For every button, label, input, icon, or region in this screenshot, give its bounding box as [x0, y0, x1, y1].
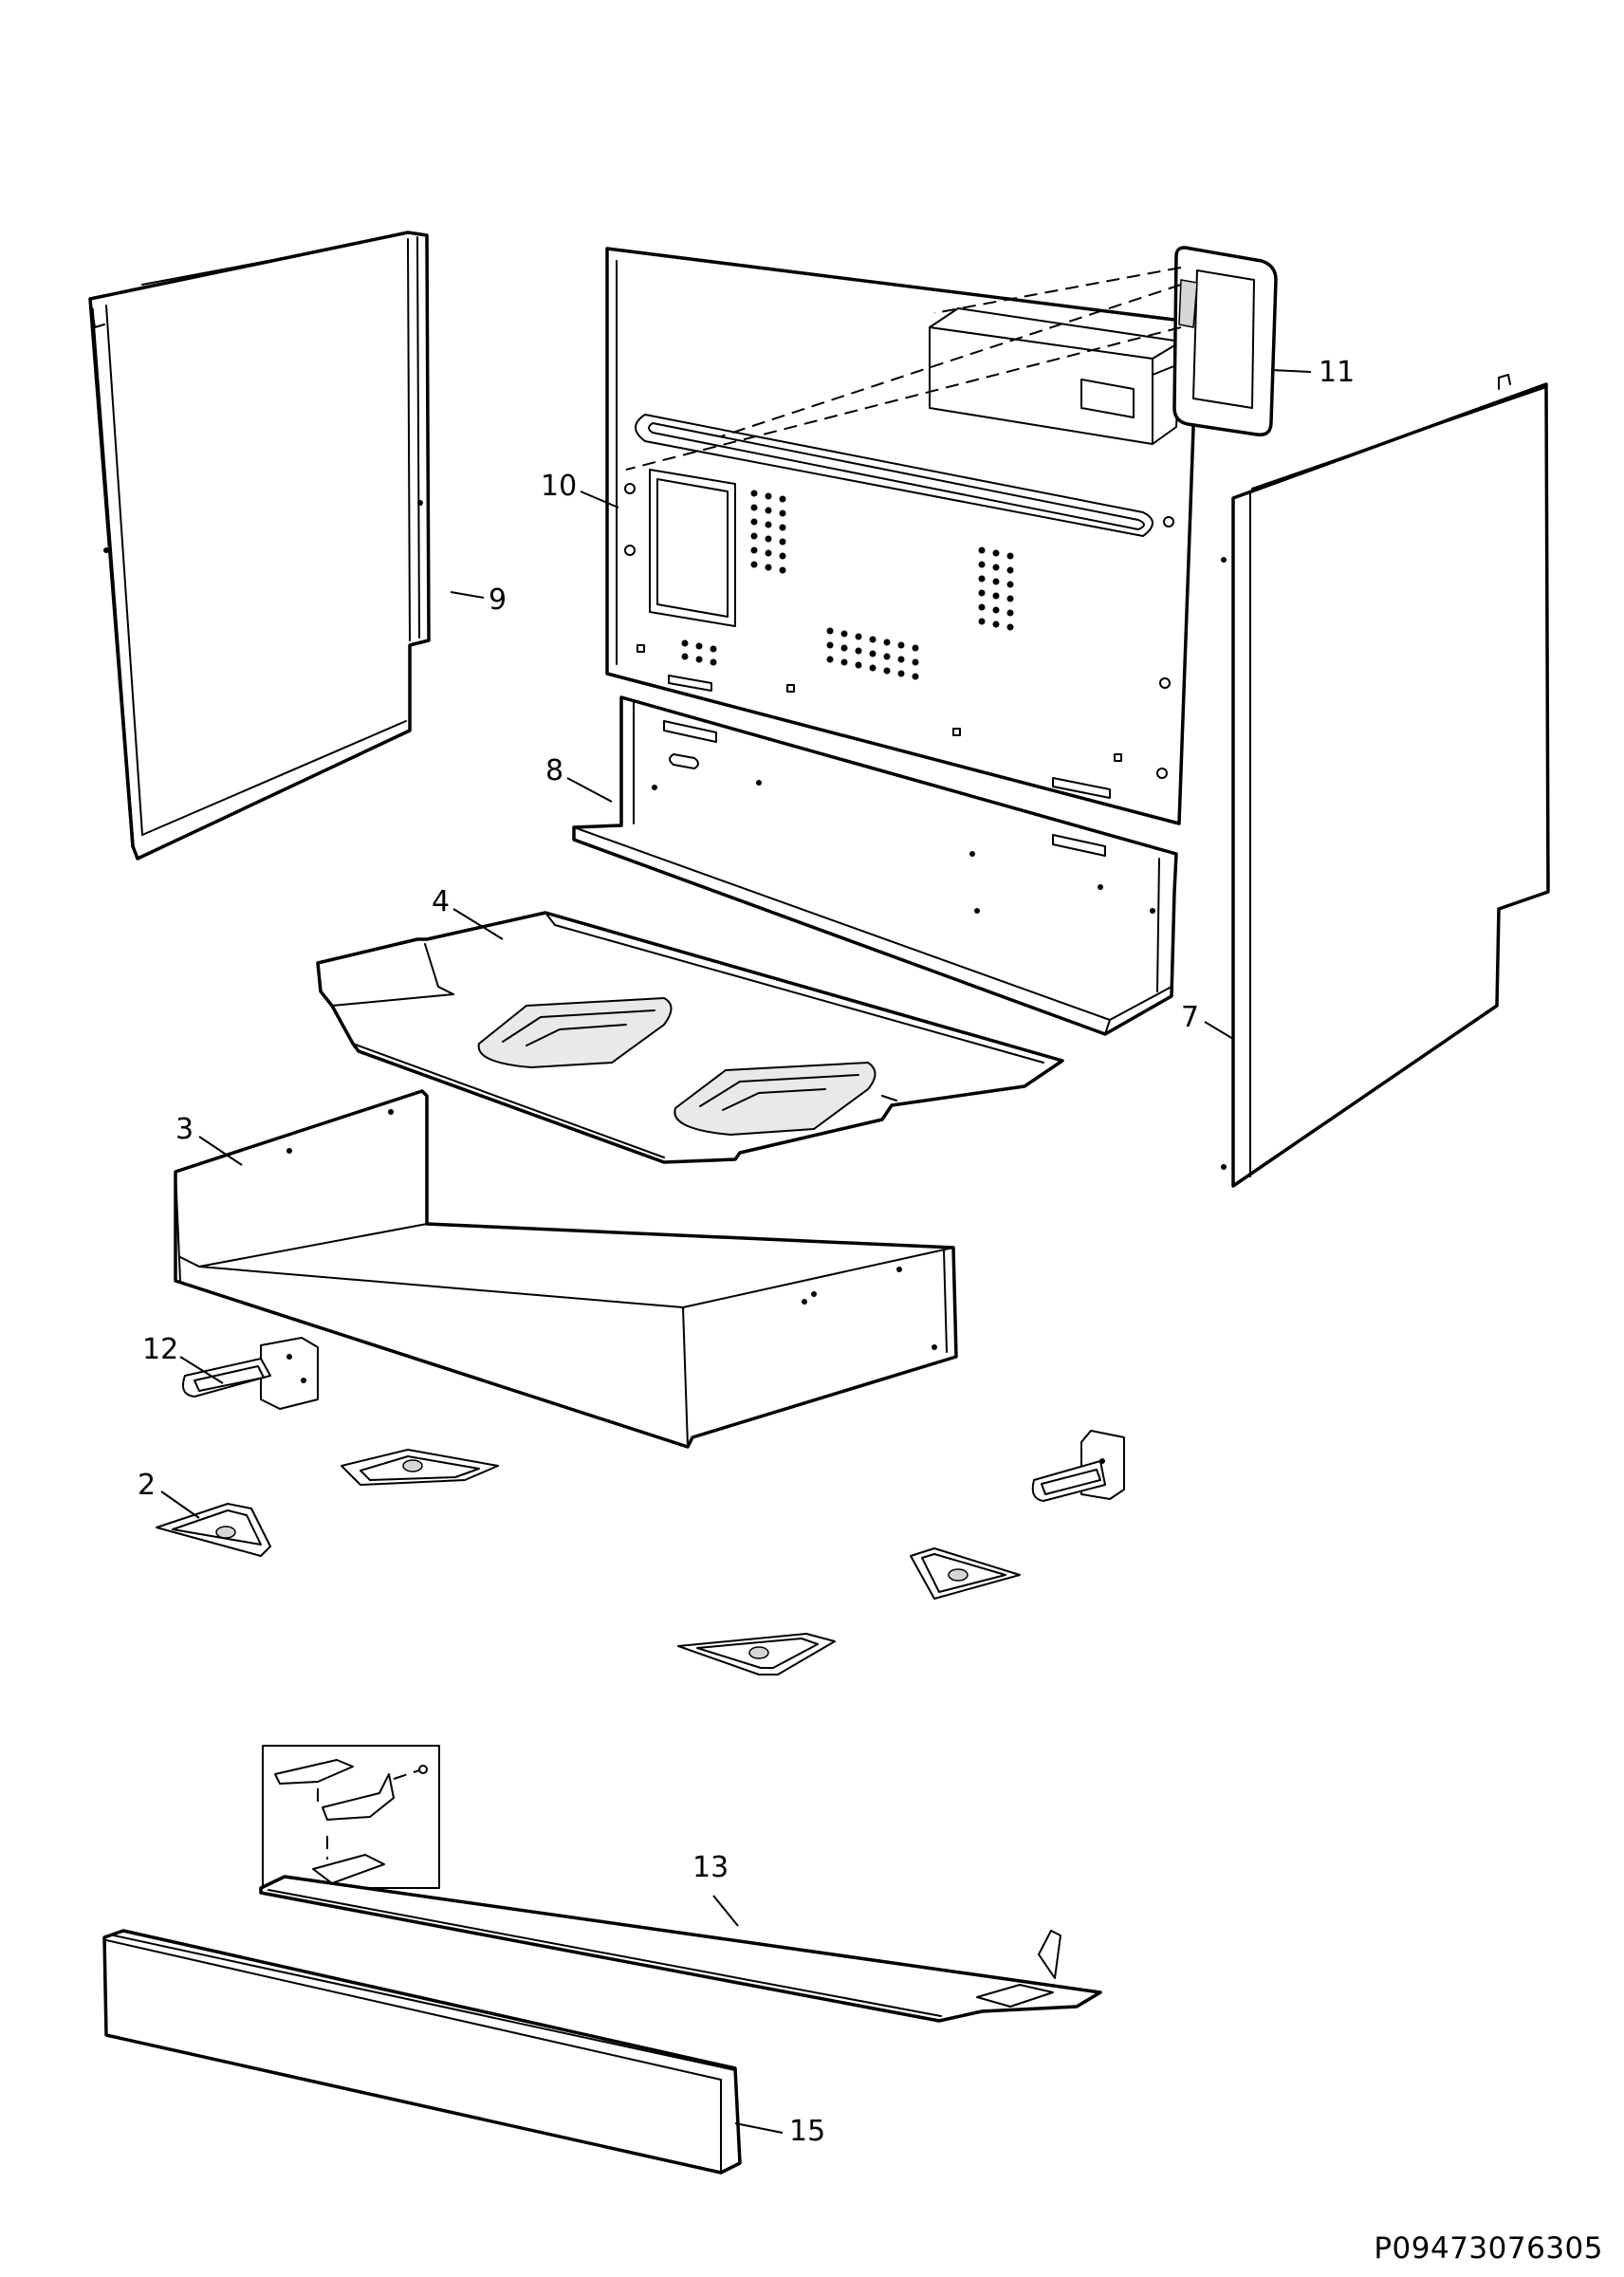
part-9-left-side-panel — [88, 231, 431, 861]
label-15: 15 — [789, 2115, 825, 2148]
part-2-foot-a — [341, 1449, 499, 1486]
part-7-right-side-panel — [1221, 374, 1550, 1188]
part-12-runner-bracket-right — [1031, 1430, 1125, 1502]
label-12: 12 — [142, 1333, 178, 1366]
callout-13: 13 — [692, 1851, 739, 1927]
callout-2: 2 — [138, 1469, 200, 1519]
part-2-foot-c — [910, 1547, 1021, 1600]
callout-10: 10 — [541, 470, 619, 509]
part-3-drawer-tray — [174, 1089, 958, 1449]
part-2-foot-d — [677, 1633, 836, 1675]
callout-12: 12 — [142, 1333, 224, 1384]
document-code: P09473076305 — [1374, 2231, 1603, 2266]
callout-8: 8 — [545, 754, 613, 803]
callout-7: 7 — [1181, 1001, 1234, 1040]
callout-4: 4 — [432, 885, 504, 940]
callout-11: 11 — [1270, 356, 1355, 389]
callout-15: 15 — [734, 2115, 825, 2148]
label-4: 4 — [432, 885, 450, 918]
part-4-floor-plate — [316, 911, 1064, 1164]
label-10: 10 — [541, 470, 577, 503]
callout-3: 3 — [175, 1113, 243, 1166]
label-7: 7 — [1181, 1001, 1199, 1034]
label-11: 11 — [1319, 356, 1355, 389]
callout-9: 9 — [450, 583, 507, 617]
part-13-drawer-base-plate — [259, 1745, 1102, 2023]
part-8-rear-channel — [572, 695, 1178, 1036]
label-2: 2 — [138, 1469, 156, 1502]
part-11-control-box — [625, 246, 1278, 471]
label-13: 13 — [692, 1851, 729, 1884]
part-15-front-plinth — [102, 1929, 742, 2175]
label-3: 3 — [175, 1113, 194, 1146]
label-8: 8 — [545, 754, 563, 787]
part-12-runner-bracket-left — [182, 1337, 319, 1410]
label-9: 9 — [489, 583, 507, 617]
part-2-foot-b — [156, 1503, 271, 1557]
